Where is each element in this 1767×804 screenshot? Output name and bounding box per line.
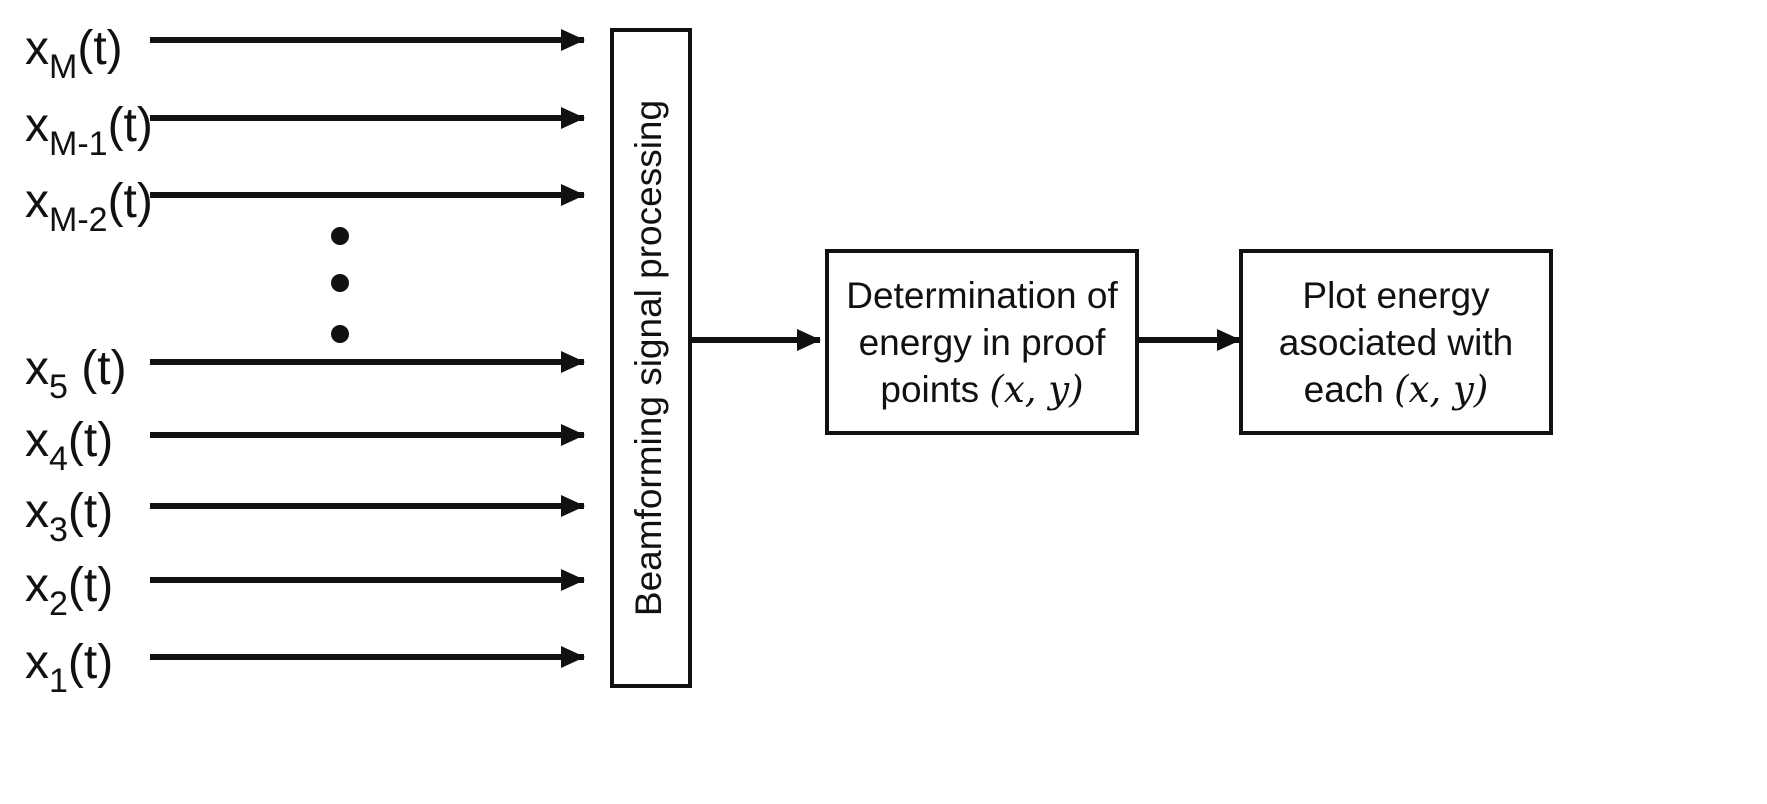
input-label-4: x4(t) (25, 414, 113, 478)
input-label-1: x1(t) (25, 636, 113, 700)
energy-box-line-3: points (x, y) (880, 368, 1083, 411)
ellipsis-dot-middle (331, 274, 349, 292)
beamforming-label: Beamforming signal processing (628, 100, 669, 616)
plot-box-line-1: Plot energy (1302, 275, 1490, 316)
beamforming-block: Beamforming signal processing (610, 28, 692, 688)
input-labels: xM(t) xM-1(t) xM-2(t) x5 (t) x4(t) x3(t)… (25, 22, 153, 700)
beamforming-box (610, 28, 692, 688)
energy-box-line-1: Determination of (846, 275, 1118, 316)
plot-energy-box (1239, 249, 1553, 435)
input-label-5: x5 (t) (25, 342, 127, 406)
energy-determination-block: Determination of energy in proof points … (825, 249, 1139, 435)
ellipsis-dots (331, 227, 349, 343)
input-label-m: xM(t) (25, 22, 123, 86)
input-label-m-1: xM-1(t) (25, 99, 153, 163)
energy-box-line-2: energy in proof (859, 322, 1107, 363)
ellipsis-dot-top (331, 227, 349, 245)
input-label-2: x2(t) (25, 559, 113, 623)
plot-box-line-2: asociated with (1279, 322, 1513, 363)
energy-determination-box (825, 249, 1139, 435)
plot-box-line-3: each (x, y) (1304, 368, 1489, 411)
input-label-3: x3(t) (25, 485, 113, 549)
plot-energy-block: Plot energy asociated with each (x, y) (1239, 249, 1553, 435)
ellipsis-dot-bottom (331, 325, 349, 343)
input-arrows (150, 29, 585, 668)
input-label-m-2: xM-2(t) (25, 175, 153, 239)
